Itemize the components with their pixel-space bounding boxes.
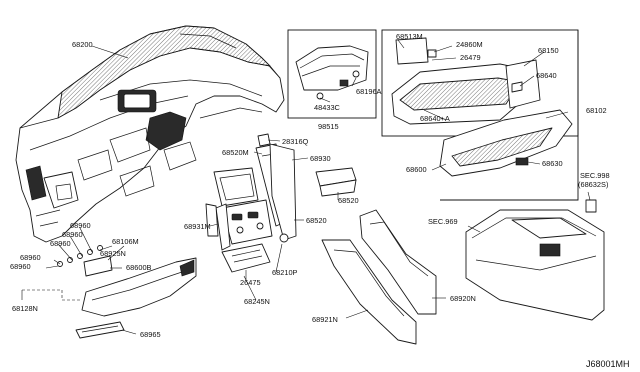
part-labels: 68200 68513M 24860M 26479 68150 68640 68…: [10, 32, 630, 369]
lower-panel-group: [321, 209, 437, 345]
label-48433c: 48433C: [314, 103, 341, 112]
lower-left-trim-group: [22, 245, 197, 339]
label-68960-5: 68960: [10, 262, 31, 271]
label-68921n: 68921N: [312, 315, 338, 324]
label-sec-998-sub: (68632S): [578, 180, 608, 189]
label-68128n: 68128N: [12, 304, 38, 313]
label-68520-console-trim: 68520: [338, 196, 359, 205]
label-68960-2: 68960: [62, 230, 83, 239]
label-68513m: 68513M: [396, 32, 423, 41]
label-68930: 68930: [310, 154, 331, 163]
label-68200: 68200: [72, 40, 93, 49]
instrument-panel-assembly: [15, 25, 285, 243]
label-68600b: 68600B: [126, 263, 152, 272]
label-68960-3: 68960: [50, 239, 71, 248]
label-68640: 68640: [536, 71, 557, 80]
label-68640-a: 68640+A: [420, 114, 450, 123]
label-68931m: 68931M: [184, 222, 211, 231]
label-68210p: 68210P: [272, 268, 298, 277]
label-68150: 68150: [538, 46, 559, 55]
label-68520-side-trim: 68520: [306, 216, 327, 225]
center-cluster-group: [205, 133, 357, 273]
label-68245n: 68245N: [244, 297, 270, 306]
label-68920n: 68920N: [450, 294, 476, 303]
center-console-group: [465, 199, 605, 321]
label-26475: 26475: [240, 278, 261, 287]
passenger-airbag-group: [287, 29, 377, 119]
label-sec-969: SEC.969: [428, 217, 458, 226]
label-68925n: 68925N: [100, 249, 126, 258]
label-68106m: 68106M: [112, 237, 139, 246]
label-24860m: 24860M: [456, 40, 483, 49]
label-68102: 68102: [586, 106, 607, 115]
glove-box-group: [381, 29, 579, 201]
diagram-code: J68001MH: [586, 359, 630, 369]
label-28316q: 28316Q: [282, 137, 309, 146]
label-26479: 26479: [460, 53, 481, 62]
label-68960-4: 68960: [20, 253, 41, 262]
label-68520m: 68520M: [222, 148, 249, 157]
label-68196a: 68196A: [356, 87, 382, 96]
label-68965: 68965: [140, 330, 161, 339]
label-98515: 98515: [318, 122, 339, 131]
label-68960-1: 68960: [70, 221, 91, 230]
label-sec-998: SEC.998: [580, 171, 610, 180]
leader-lines: [21, 39, 591, 335]
label-68630: 68630: [542, 159, 563, 168]
label-68600: 68600: [406, 165, 427, 174]
